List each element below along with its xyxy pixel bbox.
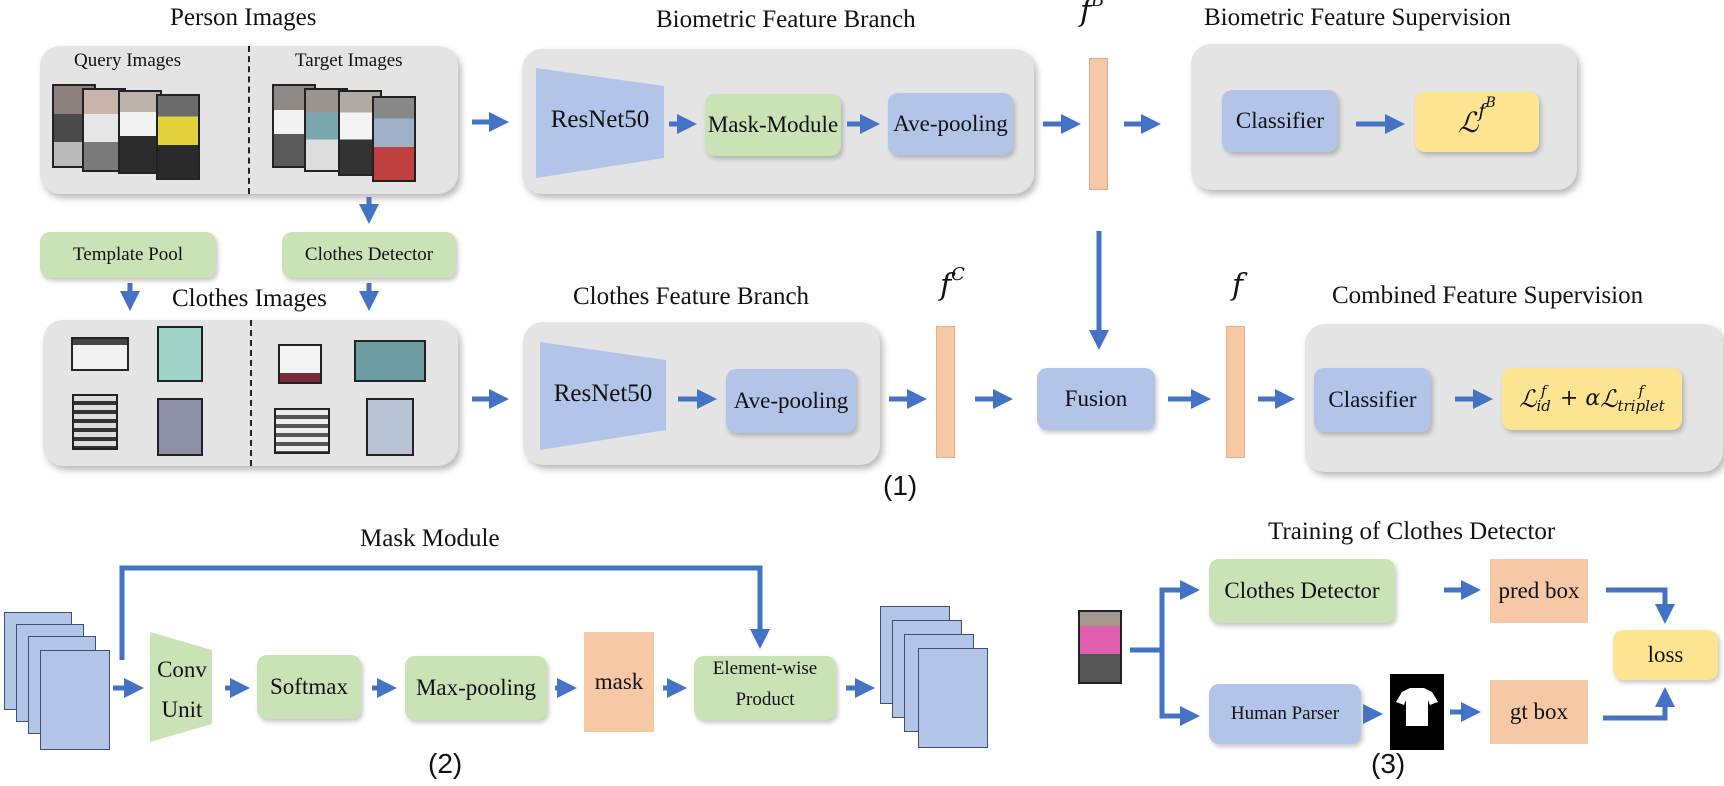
part-2-label: (2) xyxy=(428,748,463,779)
feature-fB-label: fB xyxy=(1080,0,1105,29)
feature-vector-f xyxy=(1226,326,1245,458)
clothes-image xyxy=(157,326,203,382)
arrow-pred-to-loss xyxy=(1606,587,1675,625)
clothes-image xyxy=(157,398,203,456)
person-images-title: Person Images xyxy=(170,4,317,31)
fusion-box: Fusion xyxy=(1037,368,1155,430)
clothes-detector-box: Clothes Detector xyxy=(282,232,456,278)
human-parser-box: Human Parser xyxy=(1209,684,1361,744)
softmax-box: Softmax xyxy=(257,655,361,719)
conv-unit-trapezoid xyxy=(150,632,212,742)
ave-pooling-c-box: Ave-pooling xyxy=(726,369,856,433)
mask-module-box: Mask-Module xyxy=(705,94,841,156)
clothes-image xyxy=(274,408,330,454)
arrow-person-to-parser xyxy=(1159,650,1201,726)
part-3-label: (3) xyxy=(1371,748,1406,779)
clothes-images-title: Clothes Images xyxy=(172,285,327,312)
clothes-image xyxy=(354,340,426,382)
classifier-c-box: Classifier xyxy=(1314,368,1431,432)
loss-box: loss xyxy=(1613,630,1718,680)
arrow-person-to-detector3 xyxy=(1130,580,1201,653)
feature-vector-fB xyxy=(1089,58,1108,190)
target-person-image xyxy=(372,96,416,182)
panel-divider xyxy=(250,320,252,466)
combined-supervision-title: Combined Feature Supervision xyxy=(1332,282,1644,309)
clothes-image xyxy=(71,337,129,371)
classifier-b-box: Classifier xyxy=(1222,90,1338,152)
biometric-supervision-title: Biometric Feature Supervision xyxy=(1204,4,1511,31)
mask-box: mask xyxy=(584,632,654,732)
target-images-label: Target Images xyxy=(295,50,403,71)
arrow-skip-connection xyxy=(119,565,770,660)
parsing-mask-image xyxy=(1390,674,1444,750)
panel-divider xyxy=(248,46,250,194)
resnet50-trapezoid-b xyxy=(536,68,664,178)
clothes-image xyxy=(366,398,414,456)
resnet50-trapezoid-c xyxy=(540,342,666,450)
template-pool-box: Template Pool xyxy=(40,232,216,278)
mask-module-title: Mask Module xyxy=(360,525,500,552)
clothes-branch-title: Clothes Feature Branch xyxy=(573,283,810,310)
feature-fC-label: fC xyxy=(940,264,965,303)
training-detector-title: Training of Clothes Detector xyxy=(1268,518,1556,545)
query-person-image xyxy=(156,94,200,180)
biometric-branch-title: Biometric Feature Branch xyxy=(656,6,916,33)
ave-pooling-b-box: Ave-pooling xyxy=(888,93,1013,155)
clothes-detector-3-box: Clothes Detector xyxy=(1209,559,1395,623)
gt-box-box: gt box xyxy=(1490,680,1588,744)
resnet50-c-label: ResNet50 xyxy=(553,380,653,407)
clothes-image xyxy=(278,344,322,384)
input-feature-map xyxy=(40,650,110,750)
feature-vector-fC xyxy=(936,326,955,458)
output-feature-map xyxy=(918,648,988,748)
clothes-image xyxy=(72,394,118,450)
feature-f-label: f xyxy=(1232,268,1244,303)
arrow-gt-to-loss xyxy=(1603,686,1675,721)
max-pooling-box: Max-pooling xyxy=(405,656,547,720)
shirt-silhouette xyxy=(1396,688,1438,726)
input-person-image xyxy=(1078,610,1122,684)
query-images-label: Query Images xyxy=(74,50,182,71)
part-1-label: (1) xyxy=(883,470,918,501)
resnet50-b-label: ResNet50 xyxy=(550,106,650,133)
pred-box-box: pred box xyxy=(1490,559,1588,623)
